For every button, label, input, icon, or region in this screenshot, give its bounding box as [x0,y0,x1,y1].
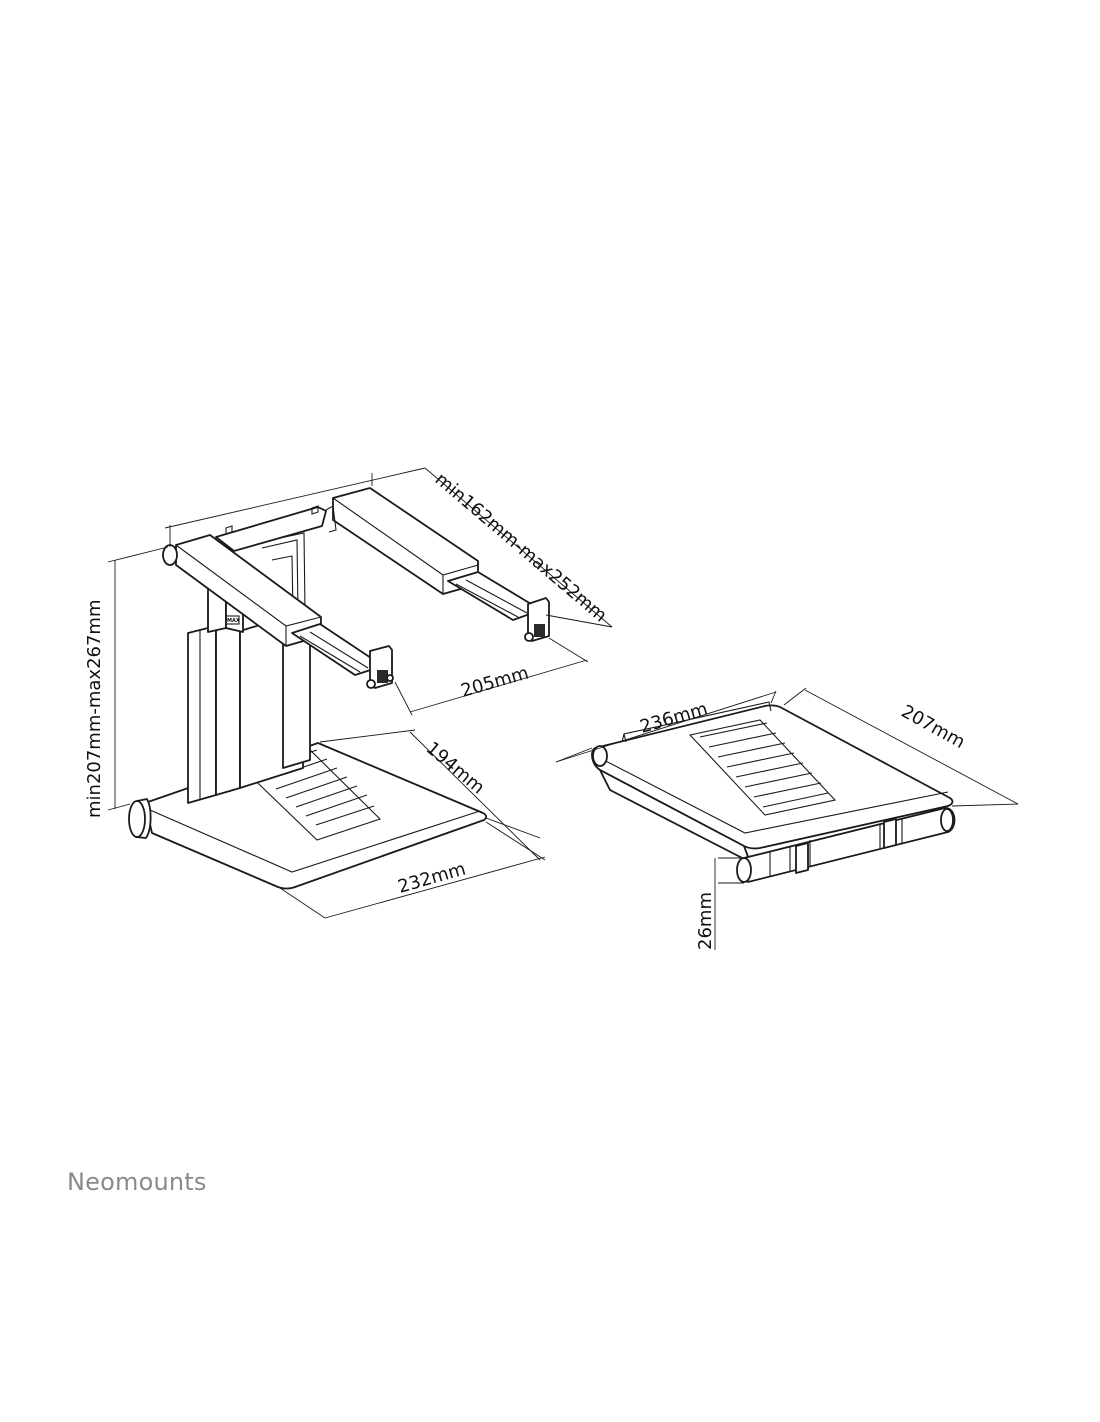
folded-height-dimension: 26mm [695,857,744,950]
height-range-label: min207mm-max267mm [84,599,105,818]
max-marker-label: MAX [227,618,240,624]
folded-stand: 236mm 207mm 26mm [555,687,1019,950]
arm-depth-label: 205mm [459,662,532,701]
arm-depth-dimension: 205mm [394,637,589,716]
rear-crossbar [215,506,327,552]
height-dimension: min207mm-max267mm [84,546,169,818]
base-width-label: 232mm [396,858,469,897]
brand-logo: Neomounts [67,1168,207,1196]
base-depth-label: 194mm [422,738,489,799]
right-support-arm [325,487,550,642]
folded-height-label: 26mm [695,892,716,950]
folded-vent-grille [688,719,837,816]
left-support-arm [162,534,394,689]
unfolded-stand: MAX [84,467,613,919]
